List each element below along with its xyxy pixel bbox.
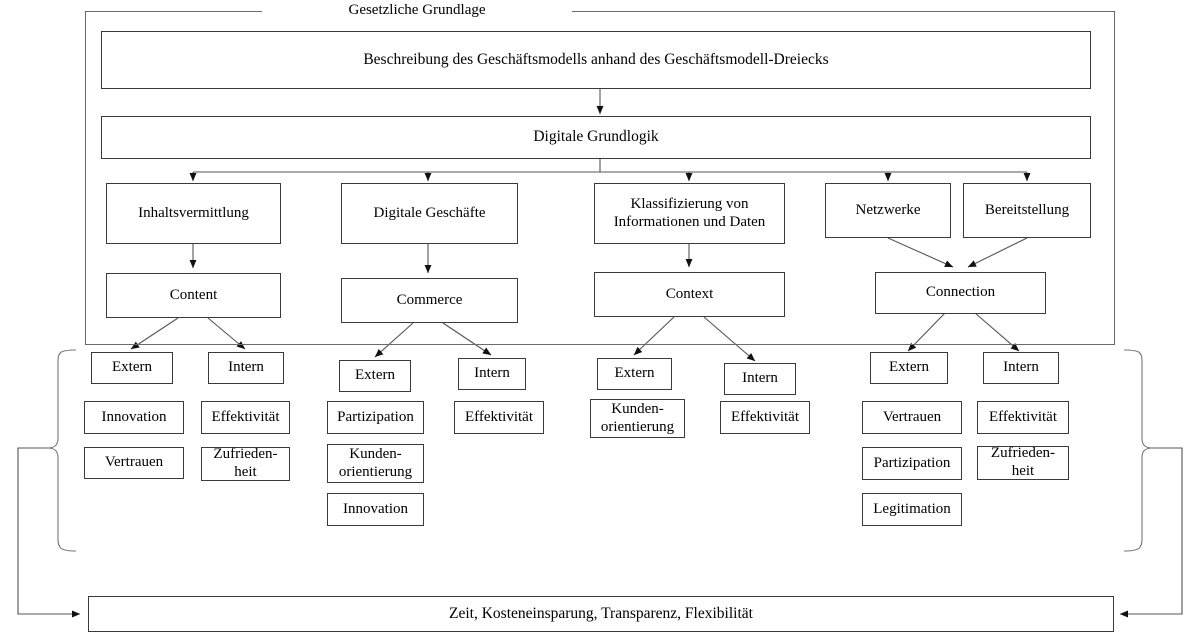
bottom-benefits-bar: Zeit, Kosteneinsparung, Transparenz, Fle… <box>88 596 1114 632</box>
left-brace <box>46 349 77 552</box>
context-intern-box: Intern <box>724 363 796 395</box>
level3-bereitstellung: Bereitstellung <box>963 183 1091 238</box>
content-extern-item-1: Vertrauen <box>84 447 184 479</box>
level4-commerce: Commerce <box>341 278 518 323</box>
commerce-intern-box: Intern <box>458 358 526 390</box>
level3-inhaltsvermittlung: Inhaltsvermittlung <box>106 183 281 244</box>
right-brace <box>1123 349 1154 552</box>
frame-title: Gesetzliche Grundlage <box>262 2 572 19</box>
right-brace-tail <box>1119 447 1183 618</box>
level4-connection: Connection <box>875 272 1046 314</box>
commerce-extern-item-0: Partizipation <box>327 401 424 434</box>
commerce-extern-box: Extern <box>339 360 411 392</box>
connection-extern-item-1: Partizipation <box>862 447 962 480</box>
level3-netzwerke: Netzwerke <box>825 183 951 238</box>
top-description-box: Beschreibung des Geschäftsmodells anhand… <box>101 31 1091 89</box>
connection-extern-item-2: Legitimation <box>862 493 962 526</box>
content-intern-item-1: Zufrieden-heit <box>201 446 290 481</box>
connection-intern-item-0: Effektivität <box>977 401 1069 434</box>
level3-digitale-geschaefte: Digitale Geschäfte <box>341 183 518 244</box>
level4-context: Context <box>594 272 785 317</box>
content-intern-item-0: Effektivität <box>201 401 290 434</box>
connection-intern-box: Intern <box>983 352 1059 384</box>
level3-klassifizierung: Klassifizierung von Informationen und Da… <box>594 183 785 244</box>
commerce-extern-item-2: Innovation <box>327 493 424 526</box>
level4-content: Content <box>106 273 281 318</box>
connection-extern-box: Extern <box>870 352 948 384</box>
context-intern-item-0: Effektivität <box>720 401 810 434</box>
connection-extern-item-0: Vertrauen <box>862 401 962 434</box>
content-intern-box: Intern <box>208 352 284 384</box>
commerce-extern-item-1: Kunden-orientierung <box>327 444 424 483</box>
context-extern-item-0: Kunden-orientierung <box>590 399 685 438</box>
legal-basis-frame <box>85 11 1115 345</box>
content-extern-item-0: Innovation <box>84 401 184 434</box>
content-extern-box: Extern <box>91 352 173 384</box>
context-extern-box: Extern <box>597 358 672 390</box>
connection-intern-item-1: Zufrieden-heit <box>977 445 1069 480</box>
digitale-grundlogik-box: Digitale Grundlogik <box>101 116 1091 159</box>
commerce-intern-item-0: Effektivität <box>454 401 544 434</box>
left-brace-tail <box>17 447 81 618</box>
